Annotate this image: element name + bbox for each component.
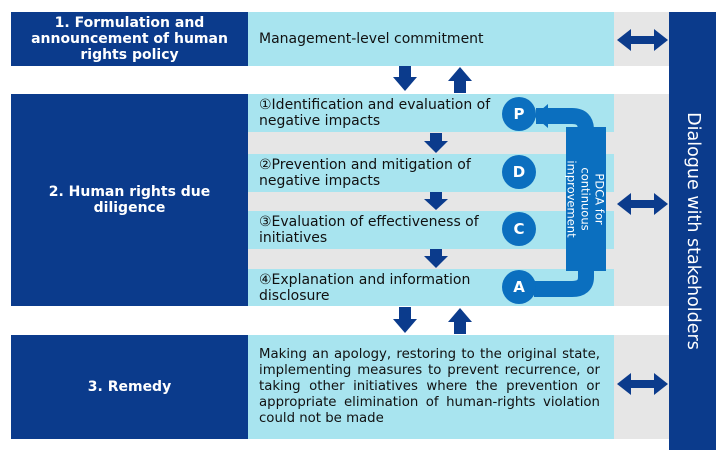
dd-step-1-text: ①Identification and evaluation of negati…	[259, 97, 491, 129]
remedy-label: 3. Remedy	[11, 335, 248, 439]
arrow-down-1	[393, 66, 417, 91]
due-diligence-label-text: 2. Human rights due diligence	[48, 184, 211, 216]
double-arrow-due-diligence	[617, 193, 668, 215]
pdca-badge-c: C	[502, 212, 536, 246]
arrow-step-3-4	[424, 249, 448, 268]
dd-step-2: ②Prevention and mitigation of negative i…	[248, 154, 614, 192]
stakeholder-dialogue-bar: Dialogue with stakeholders	[669, 12, 716, 450]
pdca-badge-a-text: A	[513, 278, 525, 296]
dd-step-1: ①Identification and evaluation of negati…	[248, 94, 614, 132]
pdca-arrowhead	[534, 104, 548, 128]
remedy-content: Making an apology, restoring to the orig…	[248, 335, 614, 439]
arrow-up-1	[448, 67, 472, 93]
arrow-step-2-3	[424, 192, 448, 210]
remedy-label-text: 3. Remedy	[87, 379, 172, 395]
arrow-down-2	[393, 307, 417, 333]
pdca-badge-d: D	[502, 155, 536, 189]
pdca-badge-p-text: P	[513, 105, 525, 123]
arrow-step-1-2	[424, 133, 448, 153]
arrow-up-2	[448, 308, 472, 334]
double-arrow-remedy	[617, 373, 668, 395]
dd-step-3: ③Evaluation of effectiveness of initiati…	[248, 211, 614, 249]
remedy-content-text: Making an apology, restoring to the orig…	[259, 347, 600, 426]
policy-content: Management-level commitment	[248, 12, 614, 66]
pdca-label-text: PDCA for continuous improvement	[565, 160, 607, 238]
due-diligence-label: 2. Human rights due diligence	[11, 94, 248, 306]
pdca-badge-c-text: C	[513, 220, 525, 238]
policy-label-text: 1. Formulation and announcement of human…	[31, 15, 228, 63]
pdca-label: PDCA for continuous improvement	[565, 127, 607, 271]
policy-label: 1. Formulation and announcement of human…	[11, 12, 248, 66]
pdca-badge-p: P	[502, 97, 536, 131]
pdca-badge-d-text: D	[512, 163, 526, 181]
dd-step-2-text: ②Prevention and mitigation of negative i…	[259, 157, 471, 189]
policy-content-text: Management-level commitment	[259, 31, 484, 47]
dd-step-4-text: ④Explanation and information disclosure	[259, 271, 471, 304]
double-arrow-policy	[617, 29, 668, 51]
pdca-badge-a: A	[502, 270, 536, 304]
dd-step-3-text: ③Evaluation of effectiveness of initiati…	[259, 214, 479, 246]
